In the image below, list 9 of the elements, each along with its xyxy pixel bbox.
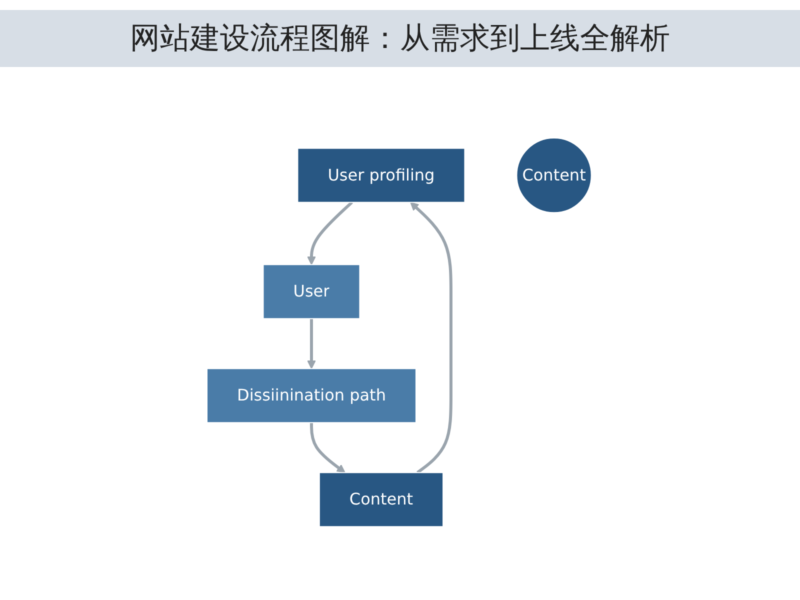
arrow: [410, 202, 452, 474]
arrow: [306, 200, 353, 265]
arrow: [310, 422, 346, 473]
node-box: User: [262, 264, 360, 319]
node-box: Dissiinination path: [206, 368, 416, 423]
title: 网站建设流程图解：从需求到上线全解析: [0, 10, 800, 67]
node-box: Content: [318, 472, 444, 527]
arrow: [306, 318, 316, 369]
node-box: User profiling: [297, 148, 466, 202]
